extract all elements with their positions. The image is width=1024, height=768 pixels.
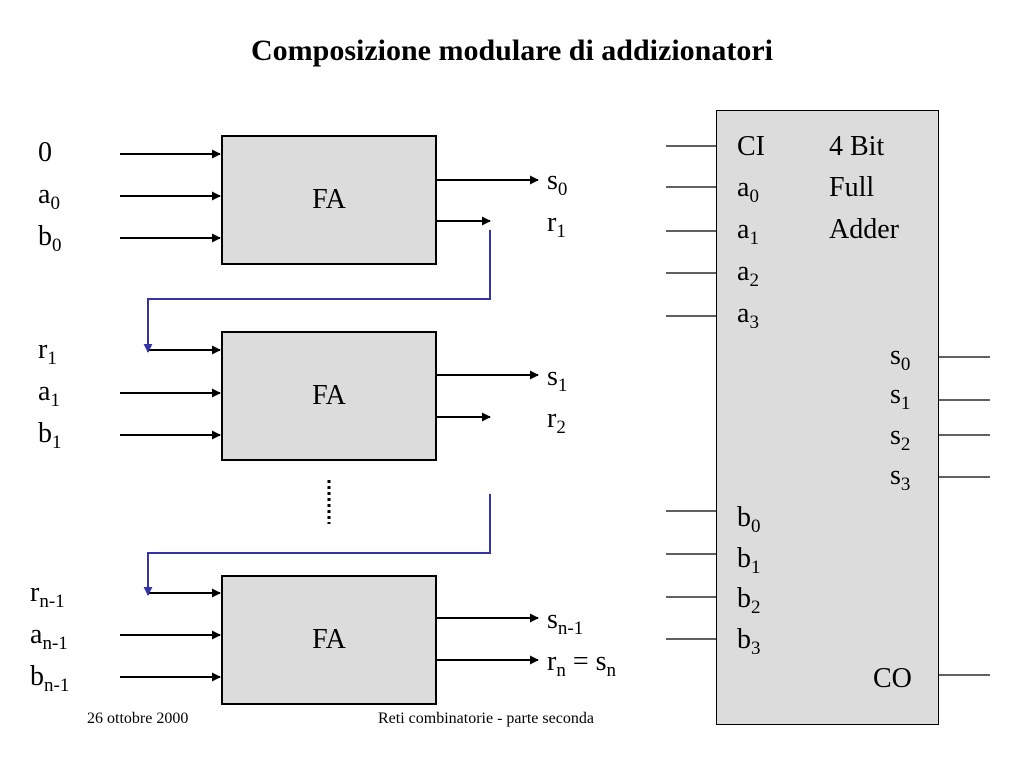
full-adder-block-0: FA (221, 135, 437, 265)
full-adder-block-n-1: FA (221, 575, 437, 705)
chip-a2-label: a2 (737, 256, 759, 291)
chip-b0-label: b0 (737, 502, 761, 537)
stage1-input-carry-label: r1 (38, 334, 57, 369)
chip-b3-label: b3 (737, 624, 761, 659)
stage1-input-b-label: b1 (38, 418, 62, 453)
stage2-output-r-label: rn = sn (547, 646, 617, 681)
carry-wire-0-to-1 (143, 230, 491, 353)
chip-a1-label: a1 (737, 214, 759, 249)
stage2-output-s-label: sn-1 (547, 604, 584, 639)
chip-b1-label: b1 (737, 543, 761, 578)
chip-co-label: CO (873, 663, 912, 694)
fa-label: FA (312, 184, 346, 215)
full-adder-block-1: FA (221, 331, 437, 461)
fa-label: FA (312, 380, 346, 411)
chip-title-line-2: Full (829, 172, 875, 203)
stage0-input-a-label: a0 (38, 179, 60, 214)
stage2-input-carry-label: rn-1 (30, 577, 65, 612)
chip-s0-label: s0 (890, 340, 911, 375)
chip-b2-label: b2 (737, 583, 761, 618)
chip-a3-label: a3 (737, 298, 759, 333)
stage2-input-a-label: an-1 (30, 619, 68, 654)
four-bit-full-adder-chip (716, 110, 939, 725)
chip-s2-label: s2 (890, 420, 911, 455)
footer-date: 26 ottobre 2000 (87, 710, 189, 727)
chip-ci-label: CI (737, 131, 765, 162)
chip-title-line-1: 4 Bit (829, 131, 885, 162)
chip-s1-label: s1 (890, 379, 911, 414)
chip-s3-label: s3 (890, 460, 911, 495)
stage0-output-r-label: r1 (547, 207, 566, 242)
slide-title: Composizione modulare di addizionatori (251, 34, 773, 67)
fa-label: FA (312, 624, 346, 655)
stage1-output-s-label: s1 (547, 361, 568, 396)
carry-wire-ellipsis (143, 494, 491, 596)
chip-title-line-3: Adder (829, 214, 899, 245)
footer-course: Reti combinatorie - parte seconda (378, 710, 594, 727)
stage0-output-s-label: s0 (547, 165, 568, 200)
chip-a0-label: a0 (737, 172, 759, 207)
stage2-input-b-label: bn-1 (30, 661, 70, 696)
stage0-input-b-label: b0 (38, 221, 62, 256)
stage0-input-carry-label: 0 (38, 137, 52, 168)
stage1-input-a-label: a1 (38, 376, 60, 411)
stage1-output-r-label: r2 (547, 403, 566, 438)
